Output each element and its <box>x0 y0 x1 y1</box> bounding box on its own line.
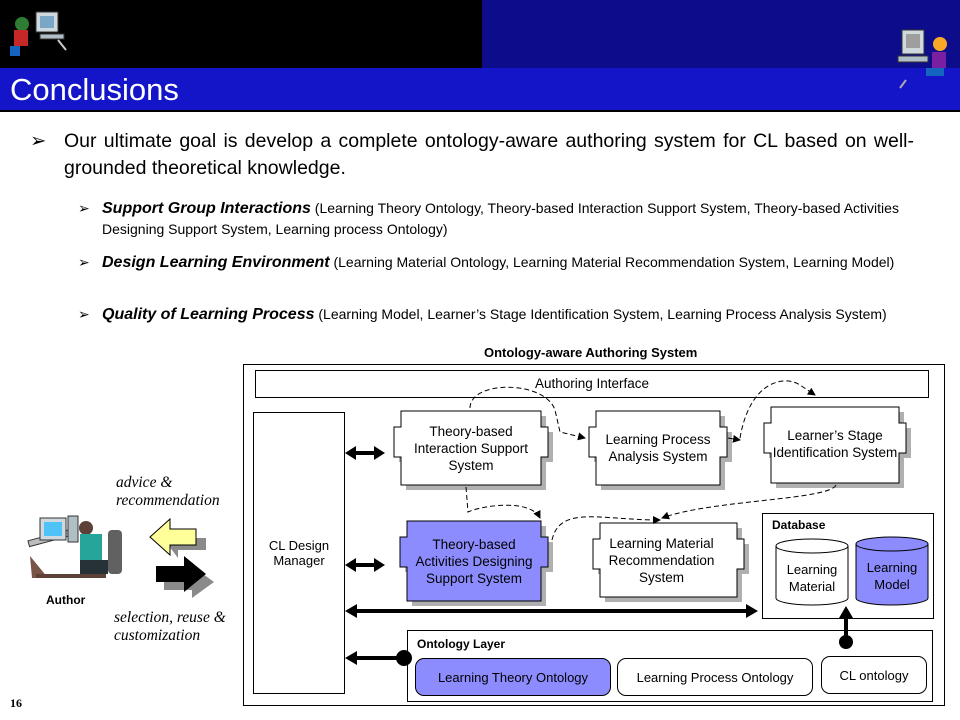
header-blue-band <box>482 0 960 68</box>
selection-arrow-icon <box>156 556 214 598</box>
cl-ontology: CL ontology <box>821 656 927 694</box>
learning-model-cylinder <box>855 536 929 606</box>
advice-text: advice & recommendation <box>116 474 220 509</box>
selection-text: selection, reuse & customization <box>114 609 226 644</box>
database-label: Database <box>772 518 826 532</box>
node-activities-shape <box>399 520 549 602</box>
cl-design-manager: CL Design Manager <box>253 412 345 694</box>
database-box <box>762 513 934 619</box>
authoring-interface: Authoring Interface <box>255 370 929 398</box>
title-bar <box>0 68 960 112</box>
sub-bullet-detail: (Learning Theory Ontology, Theory-based … <box>102 200 899 237</box>
slide-title: Conclusions <box>10 72 179 107</box>
student-computer-clipart-icon <box>10 11 67 56</box>
sub-bullet-heading: Design Learning Environment <box>102 254 330 271</box>
header-black-band <box>0 0 482 68</box>
main-bullet: ➢ Our ultimate goal is develop a complet… <box>30 128 914 182</box>
arrow-bullet-icon: ➢ <box>78 306 90 322</box>
double-arrows <box>345 446 853 666</box>
arrow-bullet-icon: ➢ <box>30 130 47 152</box>
learning-model-label: Learning Model <box>866 560 918 592</box>
node-process-analysis-label: Learning Process Analysis System <box>605 432 711 464</box>
learning-theory-ontology: Learning Theory Ontology <box>415 658 611 696</box>
learning-material-cylinder <box>775 538 849 606</box>
node-stage-identification-label: Learner’s Stage Identification System <box>772 428 898 460</box>
node-interaction-label: Theory-based Interaction Support System <box>413 423 529 473</box>
ontology-layer-box <box>407 630 933 702</box>
sub-bullet-heading: Support Group Interactions <box>102 200 311 217</box>
node-activities-label: Theory-based Activities Designing Suppor… <box>415 536 533 586</box>
sub-bullet-detail: (Learning Model, Learner’s Stage Identif… <box>314 306 887 322</box>
sub-bullet-environment: ➢ Design Learning Environment (Learning … <box>78 252 910 273</box>
arrow-bullet-icon: ➢ <box>78 254 90 270</box>
learning-material-label: Learning Material <box>786 562 838 594</box>
page-number: 16 <box>10 696 22 710</box>
sub-bullet-support: ➢ Support Group Interactions (Learning T… <box>78 198 910 239</box>
author-clipart-icon <box>27 515 122 578</box>
girl-computer-clipart-icon <box>897 29 947 89</box>
node-recommendation-label: Learning Material Recommendation System <box>608 535 715 585</box>
sub-bullet-heading: Quality of Learning Process <box>102 306 315 323</box>
node-stage-identification-shape <box>763 406 907 484</box>
learning-process-ontology: Learning Process Ontology <box>617 658 813 696</box>
node-process-analysis-shape <box>588 410 728 486</box>
author-label: Author <box>46 593 86 607</box>
sub-bullet-detail: (Learning Material Ontology, Learning Ma… <box>329 254 895 270</box>
ontology-layer-label: Ontology Layer <box>417 637 506 651</box>
sub-bullet-quality: ➢ Quality of Learning Process (Learning … <box>78 304 910 325</box>
arrow-bullet-icon: ➢ <box>78 200 90 216</box>
node-interaction-shape <box>393 410 549 486</box>
main-bullet-text: Our ultimate goal is develop a complete … <box>64 130 914 179</box>
dashed-connectors <box>465 380 837 541</box>
node-recommendation-shape <box>592 522 745 598</box>
diagram-title: Ontology-aware Authoring System <box>484 345 698 360</box>
advice-arrow-icon <box>149 517 206 558</box>
system-frame <box>243 364 945 706</box>
cl-design-manager-label: CL Design Manager <box>268 538 330 568</box>
